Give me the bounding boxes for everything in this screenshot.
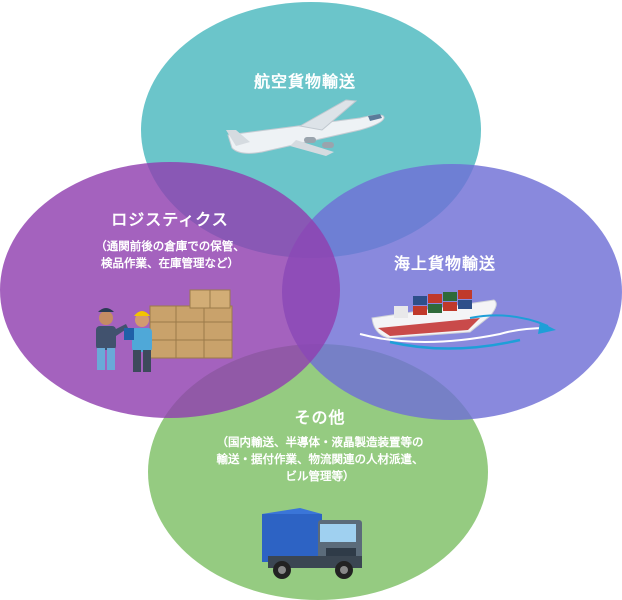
cargo-ship-icon bbox=[359, 290, 556, 350]
other-desc-line: ビル管理等） bbox=[285, 469, 355, 483]
other-title: その他 bbox=[294, 408, 346, 427]
logistics-desc-line: 検品作業、在庫管理など） bbox=[101, 256, 239, 270]
logistics-description: （通関前後の倉庫での保管、 検品作業、在庫管理など） bbox=[20, 238, 320, 272]
circle-logistics bbox=[0, 162, 340, 418]
air-freight-title: 航空貨物輸送 bbox=[253, 72, 356, 91]
logistics-title: ロジスティクス bbox=[111, 210, 229, 229]
other-desc-line: 輸送・据付作業、物流関連の人材派遣、 bbox=[216, 452, 424, 466]
other-description: （国内輸送、半導体・液晶製造装置等の 輸送・据付作業、物流関連の人材派遣、 ビル… bbox=[130, 434, 510, 485]
airplane-icon bbox=[226, 99, 385, 156]
logistics-desc-line: （通関前後の倉庫での保管、 bbox=[95, 239, 245, 253]
other-desc-line: （国内輸送、半導体・液晶製造装置等の bbox=[216, 435, 424, 449]
ocean-freight-title: 海上貨物輸送 bbox=[393, 254, 496, 273]
truck-icon bbox=[262, 508, 362, 579]
warehouse-workers-icon bbox=[96, 289, 233, 372]
